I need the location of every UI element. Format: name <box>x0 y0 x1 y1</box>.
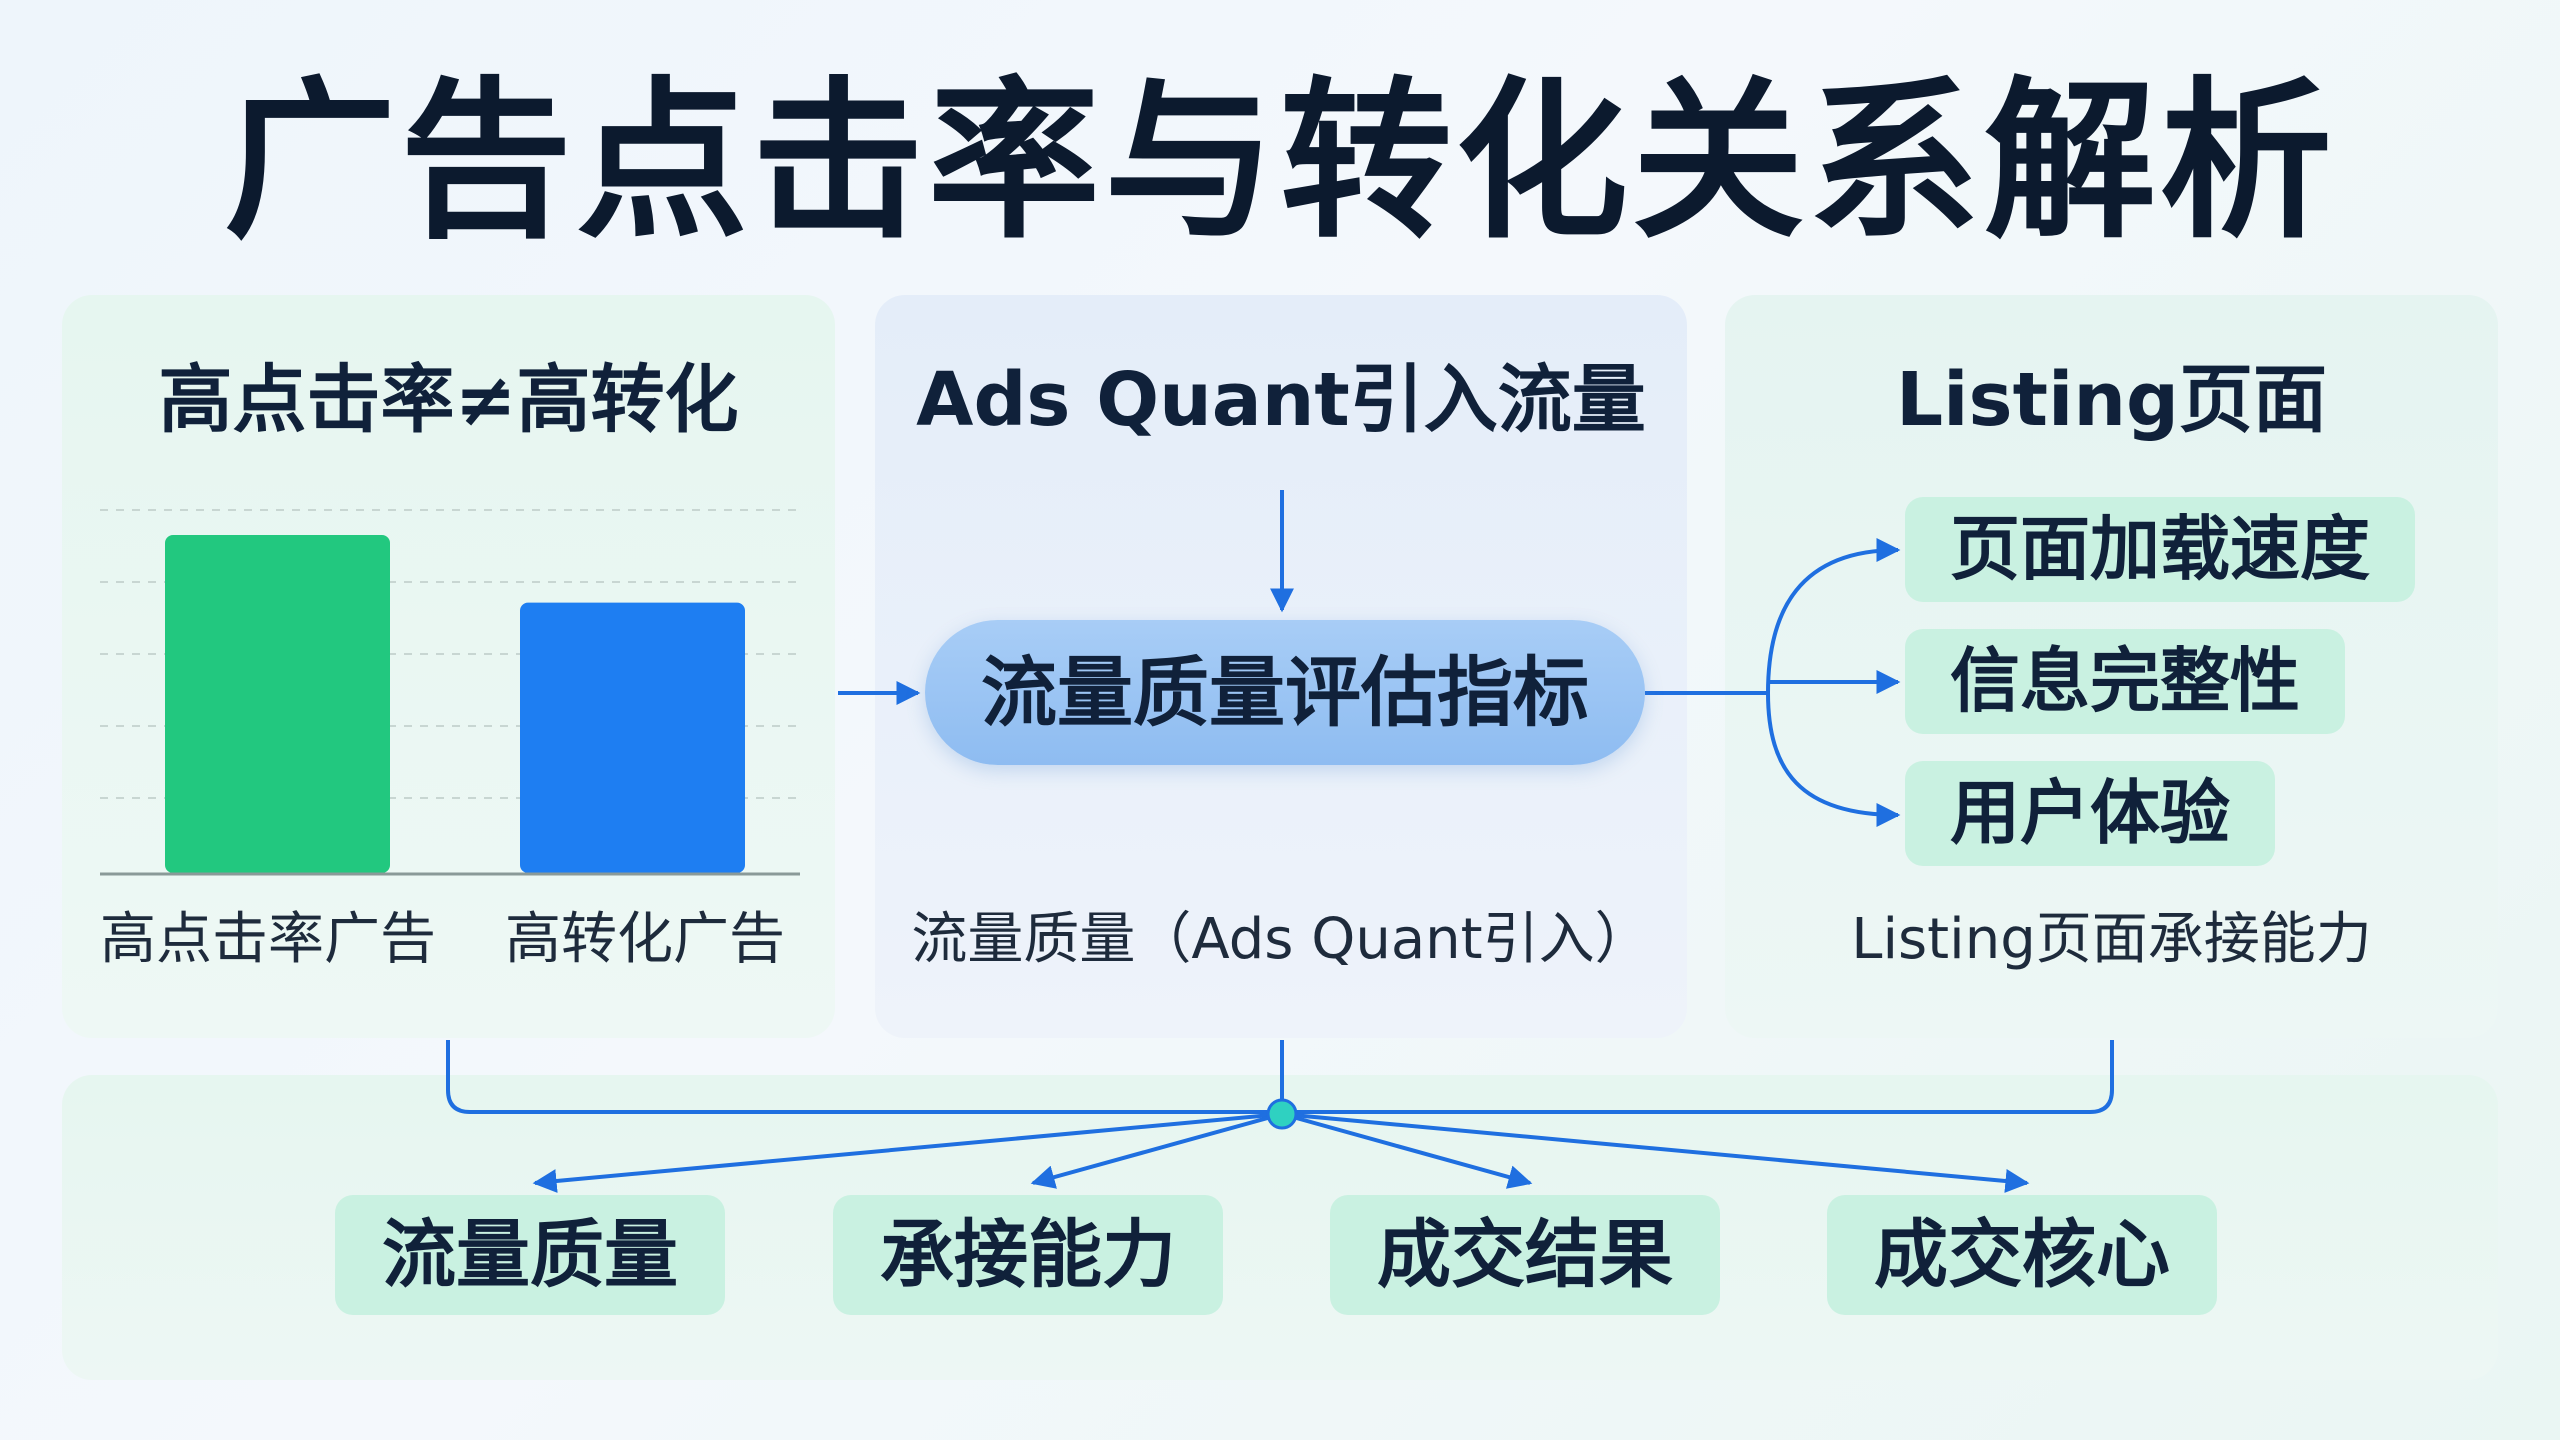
summary-traffic-quality: 流量质量 <box>335 1195 725 1315</box>
listing-item-user-experience: 用户体验 <box>1905 761 2275 866</box>
listing-item-completeness: 信息完整性 <box>1905 629 2345 734</box>
summary-capacity: 承接能力 <box>833 1195 1223 1315</box>
page-title: 广告点击率与转化关系解析 <box>224 61 2336 262</box>
bar-label-high-conversion: 高转化广告 <box>505 907 785 972</box>
summary-deal-result: 成交结果 <box>1330 1195 1720 1315</box>
traffic-quality-metric-pill: 流量质量评估指标 <box>925 620 1645 765</box>
summary-deal-core: 成交核心 <box>1827 1195 2217 1315</box>
listing-caption: Listing页面承接能力 <box>1851 907 2372 972</box>
bar-high-conversion <box>520 602 745 873</box>
click-conversion-bar-chart <box>100 509 800 876</box>
traffic-caption: 流量质量（Ads Quant引入） <box>911 907 1651 972</box>
click-rate-heading: 高点击率≠高转化 <box>158 357 739 443</box>
listing-heading: Listing页面 <box>1896 357 2327 443</box>
bar-high-ctr <box>165 535 390 873</box>
bar-label-high-ctr: 高点击率广告 <box>100 907 436 972</box>
listing-item-load-speed: 页面加载速度 <box>1905 497 2415 602</box>
traffic-heading: Ads Quant引入流量 <box>916 357 1646 443</box>
